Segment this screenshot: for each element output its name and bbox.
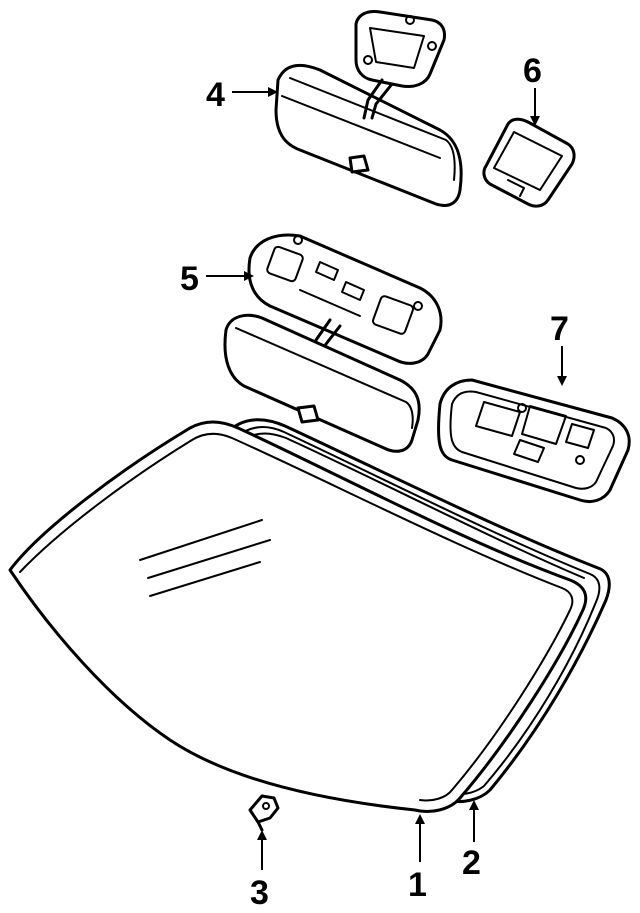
callout-3: 3 — [250, 874, 269, 912]
callout-5: 5 — [180, 260, 199, 298]
part-4-rear-view-mirror — [274, 10, 463, 207]
arrow-1 — [415, 814, 425, 824]
part-7-overhead-console — [437, 378, 631, 504]
callout-7: 7 — [550, 310, 569, 348]
part-2-windshield-moulding — [226, 418, 611, 804]
arrow-3 — [257, 830, 267, 840]
arrow-5 — [244, 271, 254, 281]
part-5-mirror-assembly — [223, 233, 443, 453]
arrow-4 — [268, 87, 278, 97]
callout-1: 1 — [408, 866, 427, 904]
part-3-clip — [248, 794, 280, 832]
part-6-bracket-cover — [482, 117, 576, 208]
callout-6: 6 — [523, 52, 542, 90]
arrow-2 — [469, 800, 479, 810]
arrow-7 — [557, 376, 567, 386]
callout-4: 4 — [206, 76, 225, 114]
part-1-windshield-glass — [8, 420, 588, 813]
callout-2: 2 — [462, 844, 481, 882]
arrow-6 — [530, 116, 540, 126]
leader-lines — [206, 87, 567, 870]
callout-labels: 4 6 5 7 1 2 3 — [180, 52, 569, 912]
